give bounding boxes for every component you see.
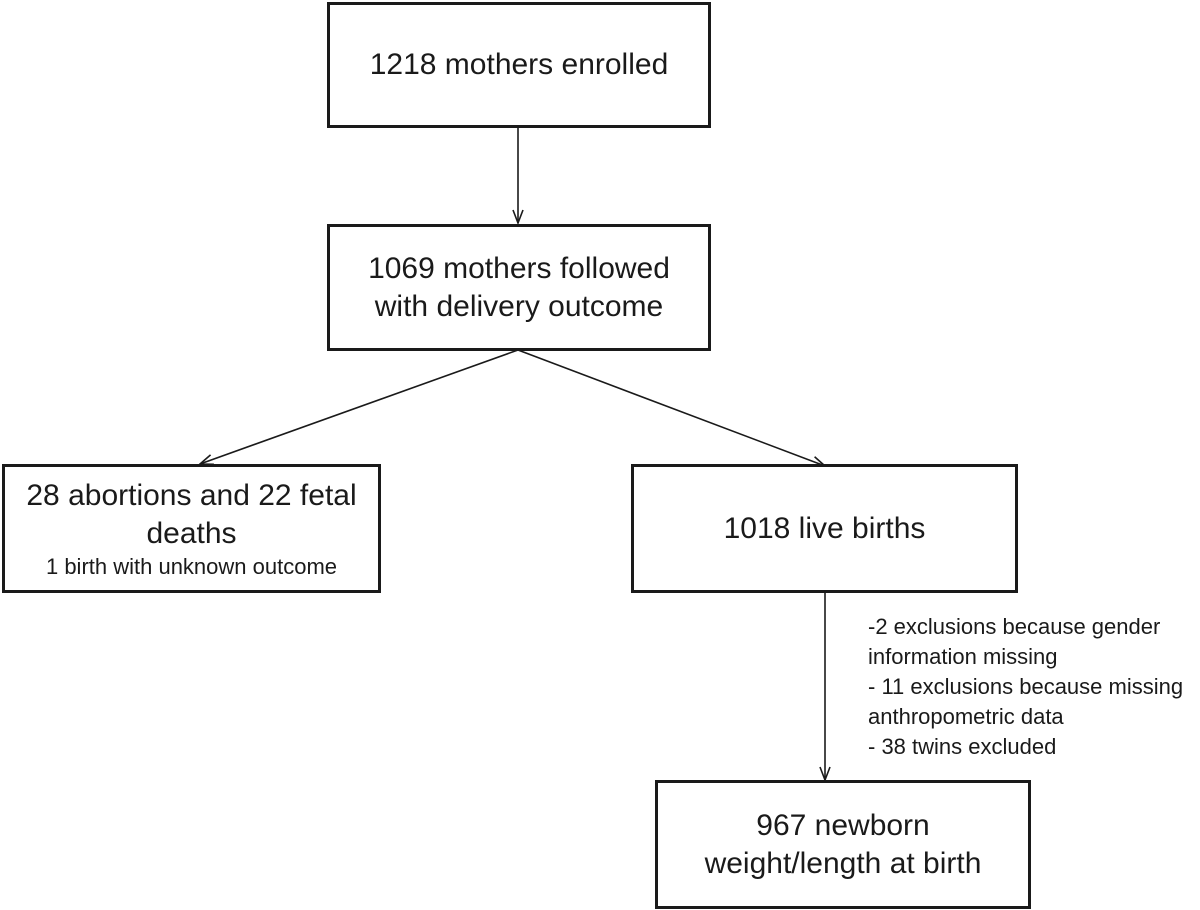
box-label-line-2: with delivery outcome [374,289,664,323]
box-mothers-enrolled: 1218 mothers enrolled [327,2,711,128]
exclusions-note: -2 exclusions because gender information… [868,612,1183,762]
arrow-followed-to-losses [200,349,519,464]
exclusion-line: - 38 twins excluded [868,734,1057,759]
box-label: 1018 live births [723,511,926,545]
box-abortions-fetal-deaths: 28 abortions and 22 fetal deaths 1 birth… [2,464,381,593]
box-mothers-followed: 1069 mothers followed with delivery outc… [327,224,711,351]
exclusion-line: -2 exclusions because gender [868,614,1161,639]
exclusion-line: anthropometric data [868,704,1064,729]
box-label-line-2: weight/length at birth [704,846,982,880]
box-label-line-2: deaths [146,516,237,550]
exclusion-line: - 11 exclusions because missing [868,674,1184,699]
box-sublabel: 1 birth with unknown outcome [45,553,338,579]
box-label-line-1: 28 abortions and 22 fetal [26,478,357,512]
box-live-births: 1018 live births [631,464,1018,593]
box-label-line-1: 1069 mothers followed [368,251,670,285]
box-label: 1218 mothers enrolled [369,48,669,81]
exclusion-line: information missing [868,644,1058,669]
box-newborn-weight-length: 967 newborn weight/length at birth [655,780,1031,909]
box-label-line-1: 967 newborn [756,808,930,842]
arrow-followed-to-live-births [517,349,825,466]
